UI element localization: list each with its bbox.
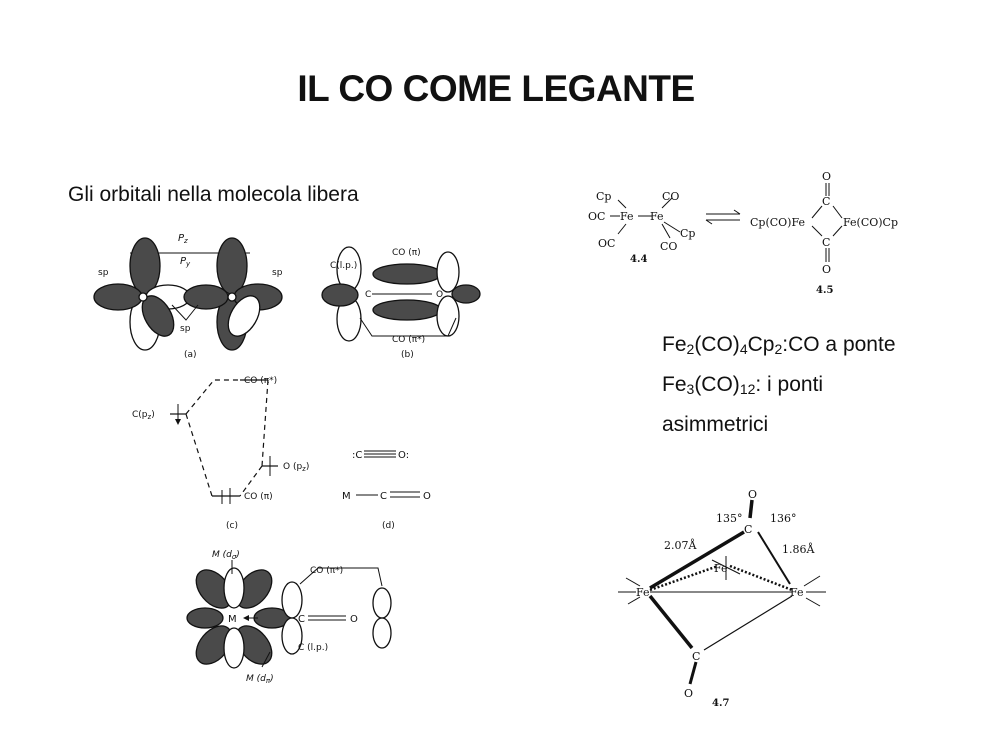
fig-a-sp-bottom: sp <box>180 324 191 334</box>
fig-e-co-pistar: CO (π*) <box>310 566 343 576</box>
fe3-o-bot: O <box>684 687 693 700</box>
fe3-description: Fe3(CO)12: i ponti asimmetrici <box>662 373 824 436</box>
fig-e-m-dpi: M (dπ) <box>246 674 274 685</box>
fe3-angle-135: 135° <box>716 512 743 525</box>
fig-a-sp-right: sp <box>272 268 283 278</box>
fe3-fe-mid: Fe <box>714 562 728 575</box>
fig-e-m-dsigma: M (dσ) <box>212 550 240 561</box>
figure-c-mo-diagram <box>170 379 278 504</box>
fig-b-clp-label: C(l.p.) <box>330 261 357 271</box>
fe3-structure-4-7 <box>618 499 826 685</box>
fe2-co2: CO <box>660 240 677 253</box>
fe2-cp1: Cp <box>596 190 611 203</box>
fe3-dist-207: 2.07Å <box>664 538 697 552</box>
oxygen-orbitals <box>183 237 283 351</box>
fig-d-m: M <box>342 491 351 502</box>
fig-b-caption: (b) <box>401 350 414 360</box>
fe3-c-bot: C <box>692 650 700 663</box>
fe3-fe-right: Fe <box>790 586 804 599</box>
fig-c-co-pi: CO (π) <box>244 492 273 502</box>
fe2-fe1: Fe <box>620 210 634 223</box>
fe2-oc2: OC <box>598 237 615 250</box>
fig-a-py-label: Py <box>180 256 191 268</box>
bridging-description: Fe2(CO)4Cp2:CO a ponte Fe3(CO)12: i pont… <box>662 327 922 442</box>
fig-c-o-pz: O (pz) <box>283 462 309 473</box>
fe2-o-bot: O <box>822 263 831 276</box>
figure-e-backbonding <box>186 560 392 669</box>
fig-d-caption: (d) <box>382 521 395 531</box>
figure-a-sp-orbitals <box>93 237 283 351</box>
fig-b-o-label: O <box>436 290 443 300</box>
fe3-c-top: C <box>744 523 752 536</box>
fig-d-o: O <box>423 491 431 502</box>
fe2-fe2: Fe <box>650 210 664 223</box>
fig-c-co-pistar: CO (π*) <box>244 376 277 386</box>
fe3-label-4-7: 4.7 <box>712 698 729 709</box>
fig-e-m: M <box>228 614 237 625</box>
fe2-structure-4-5 <box>811 183 843 262</box>
fe2-co1: CO <box>662 190 679 203</box>
fe2-cp2: Cp <box>680 227 695 240</box>
fe2-structure-4-4 <box>610 197 741 239</box>
fig-c-caption: (c) <box>226 521 238 531</box>
fig-e-c: C <box>298 614 305 625</box>
figure-b-co-orbitals <box>321 246 481 342</box>
fig-e-o: O <box>350 614 358 625</box>
fig-b-co-pistar-label: CO (π*) <box>392 335 425 345</box>
fe3-angle-136: 136° <box>770 512 797 525</box>
fe2-label-4-4: 4.4 <box>630 254 647 265</box>
slide-subtitle: Gli orbitali nella molecola libera <box>68 183 359 206</box>
fig-a-pz-label: Pz <box>178 233 188 245</box>
fe3-o-top: O <box>748 488 757 501</box>
fig-d-c: C <box>380 491 387 502</box>
fe2-oc1: OC <box>588 210 605 223</box>
fig-c-c-pz: C(pz) <box>132 410 155 421</box>
fig-a-sp-left: sp <box>98 268 109 278</box>
fe2-bridged-right: Fe(CO)Cp <box>843 216 898 229</box>
fe2-c-top: C <box>822 195 830 208</box>
fig-b-co-pi-label: CO (π) <box>392 248 421 258</box>
fig-e-clp: C (l.p.) <box>298 643 328 653</box>
fe2-label-4-5: 4.5 <box>816 285 833 296</box>
fe2-description: Fe2(CO)4Cp2:CO a ponte <box>662 333 896 357</box>
slide-title: IL CO COME LEGANTE <box>297 68 695 109</box>
carbon-orbitals <box>93 237 191 351</box>
fe3-fe-left: Fe <box>636 586 650 599</box>
fe2-o-top: O <box>822 170 831 183</box>
fe2-bridged-left: Cp(CO)Fe <box>750 216 805 229</box>
figure-d-lewis <box>356 450 420 498</box>
fe3-dist-186: 1.86Å <box>782 542 815 556</box>
fig-b-c-label: C <box>365 290 371 300</box>
fig-a-caption: (a) <box>184 350 197 360</box>
fe2-c-bot: C <box>822 236 830 249</box>
